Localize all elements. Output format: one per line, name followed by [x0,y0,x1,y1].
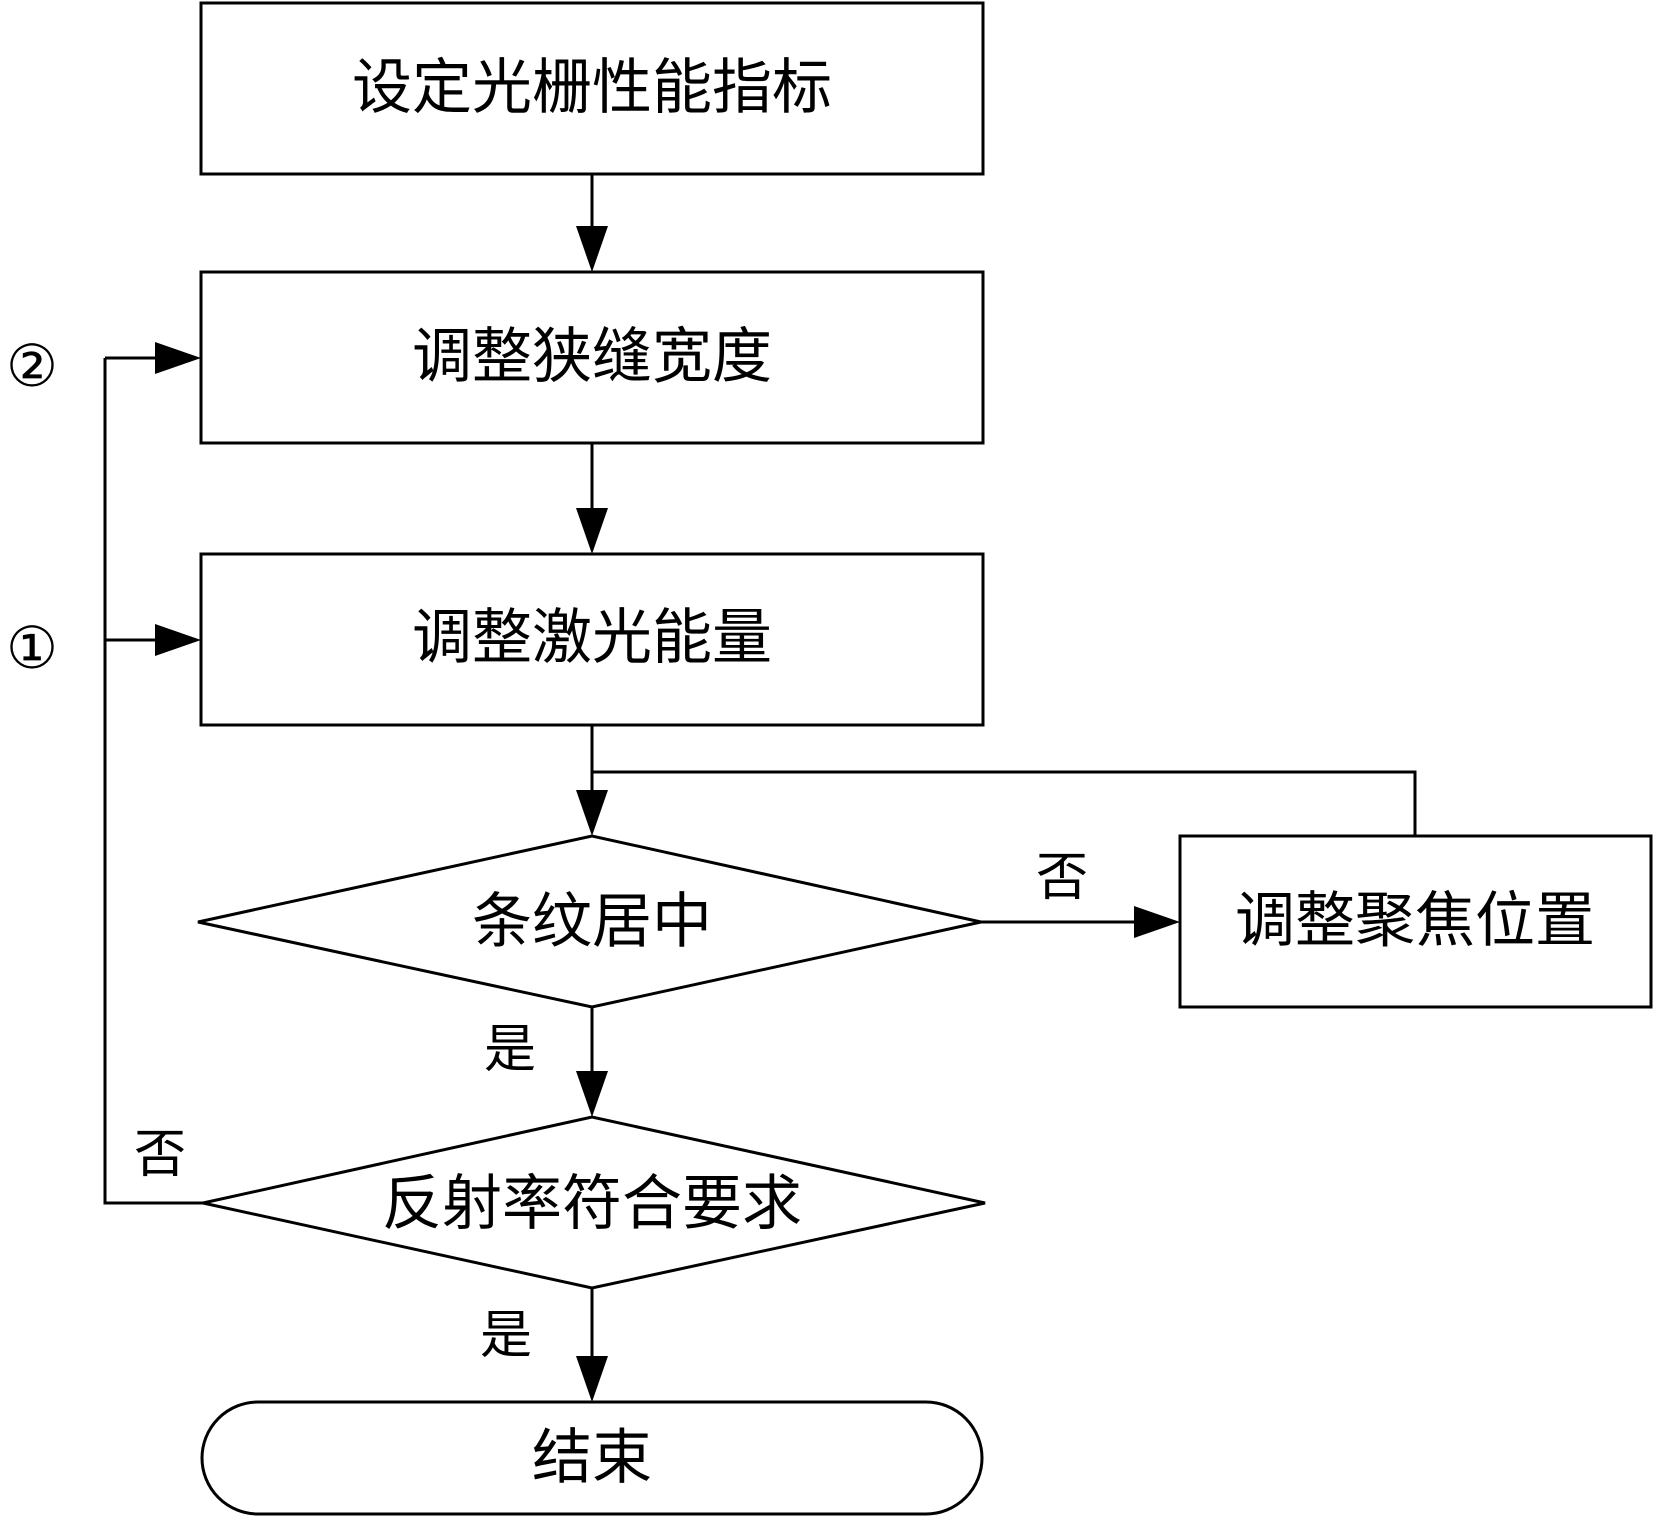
node-label: 调整激光能量 [412,603,772,673]
arrowhead [155,624,201,656]
node-adjust-laser: 调整激光能量 [199,552,985,727]
node-reflectivity-ok: 反射率符合要求 [202,1115,986,1290]
arrowhead [576,1071,608,1117]
node-label: 条纹居中 [472,887,712,957]
edge-specs-to-slit [576,174,608,272]
node-label: 调整狭缝宽度 [412,322,772,392]
edge-loop-2-to-slit: ② [6,332,201,400]
arrowhead [1134,906,1180,938]
edge-reflect-yes-to-end: 是 [480,1288,608,1402]
edge-fringe-no-to-focus: 否 [981,848,1180,938]
node-label: 调整聚焦位置 [1235,886,1595,956]
edge-line [103,358,203,1205]
node-label: 反射率符合要求 [382,1169,802,1239]
arrowhead [576,508,608,554]
edge-line [592,770,1417,836]
edge-label-yes: 是 [480,1306,532,1366]
edge-fringe-yes-to-reflect: 是 [484,1007,608,1117]
arrowhead [576,226,608,272]
edge-label-yes: 是 [484,1020,536,1080]
arrowhead [576,1356,608,1402]
edge-focus-feedback [592,770,1417,836]
loop-marker-2: ② [6,332,58,400]
arrowhead [576,790,608,836]
edge-label-no: 否 [134,1125,186,1185]
loop-marker-1: ① [6,614,58,682]
process-box [199,270,985,445]
node-label: 结束 [532,1423,652,1493]
node-fringe-centered: 条纹居中 [197,834,982,1009]
edge-slit-to-laser [576,443,608,554]
node-label: 设定光栅性能指标 [352,53,832,123]
edge-laser-to-fringe [576,725,608,836]
node-end: 结束 [200,1400,984,1516]
node-adjust-focus: 调整聚焦位置 [1178,834,1653,1009]
arrowhead [155,342,201,374]
edge-reflect-no-loop: 否 [103,358,203,1205]
process-box [199,1,985,176]
edge-loop-1-to-laser: ① [6,614,201,682]
decision-diamond [202,1115,986,1290]
node-adjust-slit: 调整狭缝宽度 [199,270,985,445]
edge-label-no: 否 [1036,848,1088,908]
process-box [1178,834,1653,1009]
node-set-specs: 设定光栅性能指标 [199,1,985,176]
